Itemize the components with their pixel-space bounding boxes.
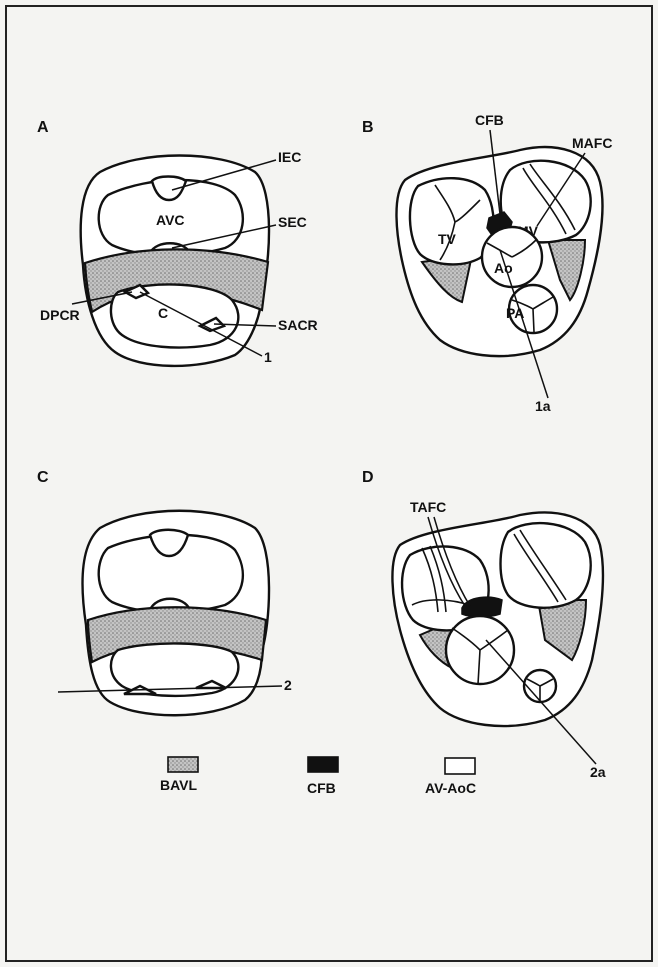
panel-a-label-dpcr: DPCR <box>40 307 80 323</box>
panel-a-label-c: C <box>158 305 168 321</box>
panel-b-letter: B <box>362 119 374 136</box>
panel-d-letter: D <box>362 469 374 486</box>
panel-a-letter: A <box>37 119 49 136</box>
panel-b: B TV MV Ao PA CFB MAFC 1a <box>362 112 612 414</box>
legend-swatch-bavl <box>168 757 198 772</box>
panel-b-label-tv: TV <box>438 231 457 247</box>
panel-a-label-sec: SEC <box>278 214 307 230</box>
panel-d-label-num: 2a <box>590 764 606 780</box>
panel-d-label-tafc: TAFC <box>410 499 446 515</box>
legend-label-cfb: CFB <box>307 780 336 796</box>
legend-label-avaoc: AV-AoC <box>425 780 476 796</box>
panel-a: A IEC AVC SEC C DPCR SACR 1 <box>37 119 318 366</box>
panel-a-label-avc: AVC <box>156 212 185 228</box>
panel-b-label-num: 1a <box>535 398 551 414</box>
panel-a-label-sacr: SACR <box>278 317 318 333</box>
panel-a-label-iec: IEC <box>278 149 301 165</box>
legend-swatch-avaoc <box>445 758 475 774</box>
panel-c: C 2 <box>37 469 292 715</box>
panel-c-letter: C <box>37 469 49 486</box>
legend: BAVL CFB AV-AoC <box>160 757 476 796</box>
legend-swatch-cfb <box>308 757 338 772</box>
panel-b-label-mafc: MAFC <box>572 135 612 151</box>
panel-d-right-valve <box>501 523 591 608</box>
panel-d: D TAFC 2a <box>362 469 606 780</box>
panel-b-tricuspid-valve <box>410 178 494 264</box>
panel-b-label-cfb: CFB <box>475 112 504 128</box>
panel-c-label-num: 2 <box>284 677 292 693</box>
panel-a-label-num: 1 <box>264 349 272 365</box>
legend-label-bavl: BAVL <box>160 777 198 793</box>
